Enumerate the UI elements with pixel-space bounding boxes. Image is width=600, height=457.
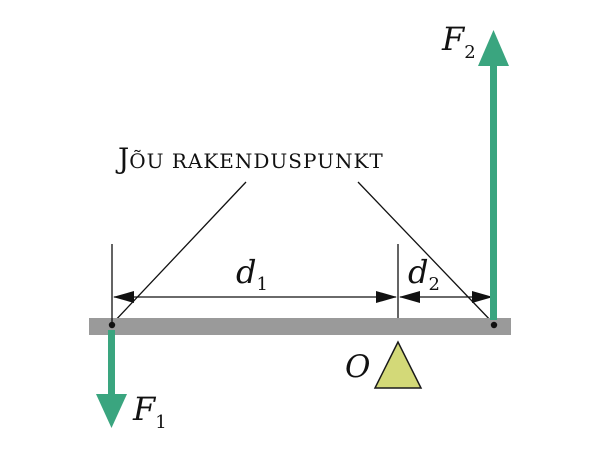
label-pivot: O bbox=[345, 349, 370, 385]
arrowhead-d2-right-icon bbox=[472, 291, 493, 303]
force-arrow-f2-shaft bbox=[490, 64, 497, 320]
callout-pointer-right bbox=[357, 181, 495, 325]
application-point-callout: Jõu rakenduspunkt bbox=[115, 142, 384, 175]
arrowhead-d1-left-icon bbox=[113, 291, 134, 303]
force-arrow-f1-shaft bbox=[108, 330, 115, 398]
label-d2: d2 bbox=[408, 253, 440, 295]
lever-beam bbox=[89, 318, 511, 335]
callout-first-letter: J bbox=[115, 142, 129, 175]
application-point-right bbox=[490, 321, 498, 329]
label-f2: F2 bbox=[441, 20, 476, 63]
label-f1: F1 bbox=[132, 390, 167, 433]
force-arrow-f1-head-icon bbox=[96, 394, 127, 428]
arrowhead-d2-left-icon bbox=[399, 291, 420, 303]
force-arrow-f2-head-icon bbox=[478, 30, 509, 66]
label-d1: d1 bbox=[236, 253, 268, 295]
triangle-fulcrum-icon bbox=[373, 340, 423, 389]
arrowhead-d1-right-icon bbox=[376, 291, 397, 303]
callout-rest-text: õu rakenduspunkt bbox=[129, 149, 384, 173]
application-point-left bbox=[108, 321, 116, 329]
callout-pointer-left bbox=[111, 181, 247, 325]
